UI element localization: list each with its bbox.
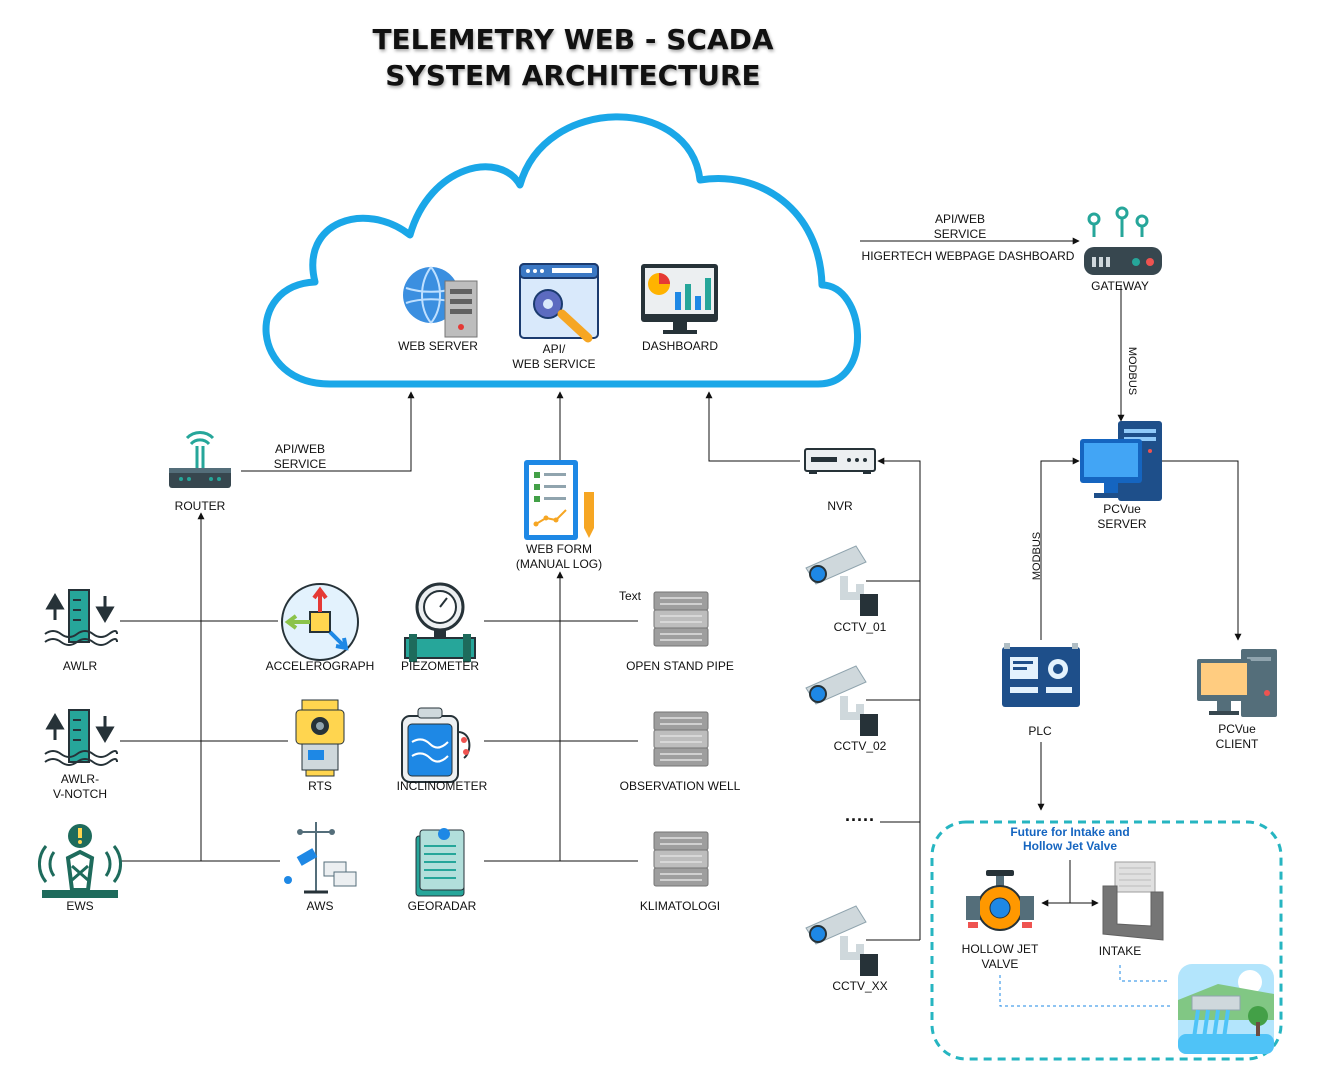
web-server-icon bbox=[403, 266, 478, 338]
nvr-label: NVR bbox=[827, 499, 853, 513]
router-icon bbox=[169, 431, 231, 488]
inclinometer-icon bbox=[401, 707, 471, 783]
open-stand-pipe-icon bbox=[653, 591, 709, 647]
klimatologi-label: KLIMATOLOGI bbox=[639, 899, 721, 913]
ews-icon bbox=[38, 824, 122, 898]
ews-label: EWS bbox=[66, 899, 94, 913]
awlr-vnotch-label: AWLR- V-NOTCH bbox=[53, 772, 107, 801]
accelerograph-label: ACCELEROGRAPH bbox=[265, 659, 375, 673]
rts-icon bbox=[295, 699, 345, 777]
aws-icon bbox=[284, 822, 357, 894]
diagram-title: TELEMETRY WEB - SCADA SYSTEM ARCHITECTUR… bbox=[372, 22, 773, 94]
observation-well-label: OBSERVATION WELL bbox=[619, 779, 741, 793]
modbus-gateway-label: MODBUS bbox=[1126, 346, 1139, 396]
api-web-service-icon bbox=[519, 263, 599, 343]
georadar-label: GEORADAR bbox=[407, 899, 477, 913]
open-stand-pipe-label: OPEN STAND PIPE bbox=[626, 659, 734, 673]
gateway-label: GATEWAY bbox=[1091, 279, 1149, 293]
cctv-ellipsis: ..... bbox=[844, 805, 876, 825]
hollow-jet-valve-icon bbox=[966, 870, 1034, 931]
piezometer-icon bbox=[404, 582, 476, 662]
cctv-xx-label: CCTV_XX bbox=[832, 979, 888, 993]
awlr-label: AWLR bbox=[62, 659, 98, 673]
text-placeholder: Text bbox=[618, 589, 642, 603]
future-title: Future for Intake and Hollow Jet Valve bbox=[1010, 825, 1130, 853]
cctv-02-icon bbox=[805, 665, 878, 736]
rts-label: RTS bbox=[308, 779, 332, 793]
gateway-api-label: API/WEB SERVICE bbox=[933, 212, 987, 241]
pcvue-client-label: PCVue CLIENT bbox=[1215, 722, 1259, 751]
pcvue-server-label: PCVue SERVER bbox=[1097, 502, 1147, 531]
cctv-01-label: CCTV_01 bbox=[833, 620, 887, 634]
future-box bbox=[930, 820, 1283, 1061]
awlr-icon bbox=[44, 589, 118, 646]
hollow-jet-valve-label: HOLLOW JET VALVE bbox=[961, 942, 1039, 971]
title-line-2: SYSTEM ARCHITECTURE bbox=[385, 59, 761, 92]
observation-well-icon bbox=[653, 711, 709, 767]
gateway-icon bbox=[1084, 206, 1162, 275]
cctv-xx-icon bbox=[805, 905, 878, 976]
klimatologi-icon bbox=[653, 831, 709, 887]
aws-label: AWS bbox=[306, 899, 334, 913]
connectors bbox=[120, 237, 1242, 941]
dam-icon bbox=[1178, 964, 1274, 1054]
router-link-label: API/WEB SERVICE bbox=[273, 442, 327, 471]
modbus-plc-label: MODBUS bbox=[1031, 531, 1044, 581]
pcvue-server-icon bbox=[1080, 421, 1162, 501]
dashboard-label: DASHBOARD bbox=[641, 339, 719, 353]
georadar-icon bbox=[415, 828, 465, 897]
nvr-icon bbox=[804, 448, 876, 474]
intake-icon bbox=[1102, 861, 1164, 941]
api-web-service-label: API/ WEB SERVICE bbox=[512, 342, 596, 371]
web-server-label: WEB SERVER bbox=[398, 339, 478, 353]
web-form-label: WEB FORM (MANUAL LOG) bbox=[515, 542, 603, 571]
accelerograph-icon bbox=[281, 583, 359, 661]
plc-label: PLC bbox=[1028, 724, 1052, 738]
title-line-1: TELEMETRY WEB - SCADA bbox=[372, 23, 774, 56]
cctv-01-icon bbox=[805, 545, 878, 616]
awlr-vnotch-icon bbox=[44, 709, 118, 766]
piezometer-label: PIEZOMETER bbox=[400, 659, 480, 673]
web-form-icon bbox=[524, 460, 594, 540]
cctv-02-label: CCTV_02 bbox=[833, 739, 887, 753]
gateway-dashboard-label: HIGERTECH WEBPAGE DASHBOARD bbox=[861, 249, 1075, 263]
inclinometer-label: INCLINOMETER bbox=[396, 779, 488, 793]
dashboard-icon bbox=[641, 264, 718, 334]
router-label: ROUTER bbox=[174, 499, 226, 513]
dashed-connectors bbox=[999, 965, 1170, 1007]
pcvue-client-icon bbox=[1197, 649, 1277, 717]
intake-label: INTAKE bbox=[1098, 944, 1142, 958]
plc-icon bbox=[1002, 643, 1080, 707]
